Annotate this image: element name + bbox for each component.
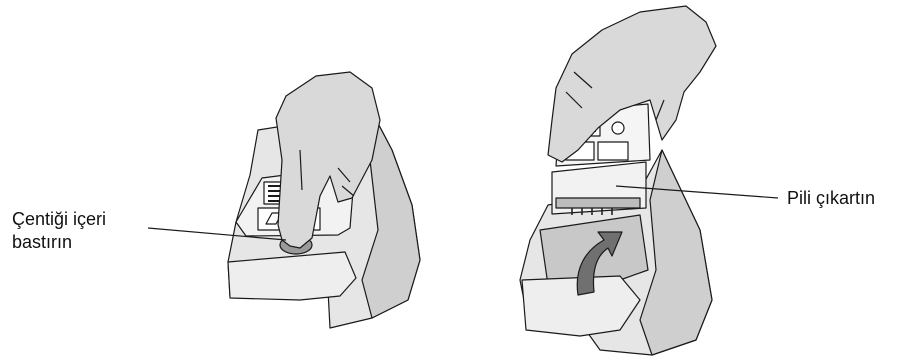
right-panel-icon-box-2 [598,142,628,160]
press-notch-label-line-2: bastırın [12,231,72,253]
remove-battery-label: Pili çıkartın [787,187,875,209]
battery-connector-strip [556,198,640,208]
right-panel-status-icon [612,122,624,134]
press-notch-label-line-1: Çentiği içeri [12,208,106,230]
right-device-illustration [520,6,716,355]
left-device-illustration [228,72,420,328]
